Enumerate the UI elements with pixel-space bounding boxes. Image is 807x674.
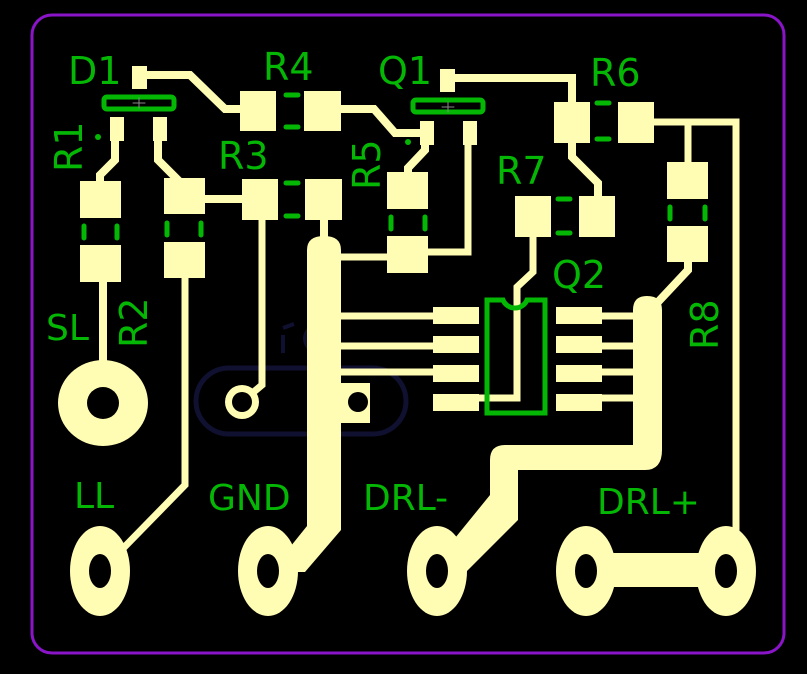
pad-crystal-1 xyxy=(225,385,259,419)
pad-q1-left xyxy=(420,121,434,145)
bottom-silk-mark xyxy=(281,322,295,353)
label-r7: R7 xyxy=(496,149,547,193)
label-drl-plus: DRL+ xyxy=(597,482,700,523)
drl-bus xyxy=(425,296,662,580)
through-hole-pads xyxy=(58,360,756,616)
pad-d1-left xyxy=(110,117,124,141)
pad-drl-minus xyxy=(407,526,467,616)
pad-r6-2 xyxy=(618,102,654,143)
pad-q1-top xyxy=(440,69,455,92)
pad-r1-2 xyxy=(80,245,121,282)
pad-r7-1 xyxy=(515,196,551,237)
label-q1: Q1 xyxy=(378,49,432,93)
trace xyxy=(420,125,472,256)
silkscreen xyxy=(81,92,708,416)
pad-r8-2 xyxy=(667,226,708,262)
pad-d1-right xyxy=(153,117,167,141)
trace xyxy=(140,71,250,113)
pad-r7-2 xyxy=(579,196,615,237)
pad-ll xyxy=(70,526,130,616)
connector-labels: SL LL GND DRL- DRL+ xyxy=(46,308,700,523)
pad-r1-1 xyxy=(80,181,121,218)
pad-crystal-2 xyxy=(348,392,368,412)
pad-q2-8 xyxy=(556,307,602,324)
pad-q2-2 xyxy=(433,336,479,353)
label-q2: Q2 xyxy=(552,253,606,297)
label-r8: R8 xyxy=(683,299,727,350)
pad-drl-plus-1 xyxy=(556,526,616,616)
label-sl: SL xyxy=(46,308,89,349)
pad-gnd xyxy=(238,526,298,616)
trace xyxy=(99,275,189,573)
pad-r2-1 xyxy=(164,178,205,214)
pad-d1-top xyxy=(132,66,147,89)
pad-r3-1 xyxy=(242,179,278,220)
pad-r4-1 xyxy=(240,91,276,131)
pad-r5-1 xyxy=(387,172,428,209)
traces xyxy=(96,71,740,587)
label-r1: R1 xyxy=(47,121,91,172)
d1-origin-marker xyxy=(132,97,146,109)
r1-pin1-dot xyxy=(95,134,101,140)
trace xyxy=(455,74,576,110)
pad-r4-2 xyxy=(304,91,341,131)
q1-pin1-dot xyxy=(405,139,411,145)
q1-origin-marker xyxy=(441,101,455,113)
gnd-bus xyxy=(270,236,341,572)
pad-sl xyxy=(58,360,148,446)
board-outline xyxy=(30,13,786,655)
crystal-outline xyxy=(193,365,409,437)
trace xyxy=(568,140,602,200)
pad-q2-6 xyxy=(556,365,602,382)
pad-q2-5 xyxy=(556,394,602,411)
d1-body xyxy=(101,94,177,112)
resistor-marks xyxy=(81,92,708,241)
pad-q2-7 xyxy=(556,336,602,353)
pad-q2-4 xyxy=(433,394,479,411)
q2-body xyxy=(484,297,548,416)
label-gnd: GND xyxy=(208,478,291,519)
label-r5: R5 xyxy=(345,139,389,190)
trace xyxy=(640,118,740,570)
reference-labels: D1 R4 Q1 R6 R3 R7 Q2 R1 R2 R5 R8 xyxy=(47,45,727,350)
label-r4: R4 xyxy=(263,45,314,89)
pad-q2-1 xyxy=(433,307,479,324)
pad-r3-2 xyxy=(305,179,342,220)
pad-drl-plus-2 xyxy=(696,526,756,616)
label-r3: R3 xyxy=(218,134,269,178)
smd-pads xyxy=(80,66,708,411)
pad-q2-3 xyxy=(433,365,479,382)
trace xyxy=(455,230,537,402)
pad-r2-2 xyxy=(164,242,205,278)
pad-r5-2 xyxy=(387,236,428,273)
label-d1: D1 xyxy=(68,49,121,93)
trace xyxy=(320,105,430,137)
pad-q1-right xyxy=(463,121,477,145)
label-drl-minus: DRL- xyxy=(363,478,448,519)
label-ll: LL xyxy=(74,476,114,517)
pad-r8-1 xyxy=(667,162,708,199)
label-r6: R6 xyxy=(590,51,641,95)
pad-r6-1 xyxy=(554,102,590,143)
label-r2: R2 xyxy=(112,297,156,348)
